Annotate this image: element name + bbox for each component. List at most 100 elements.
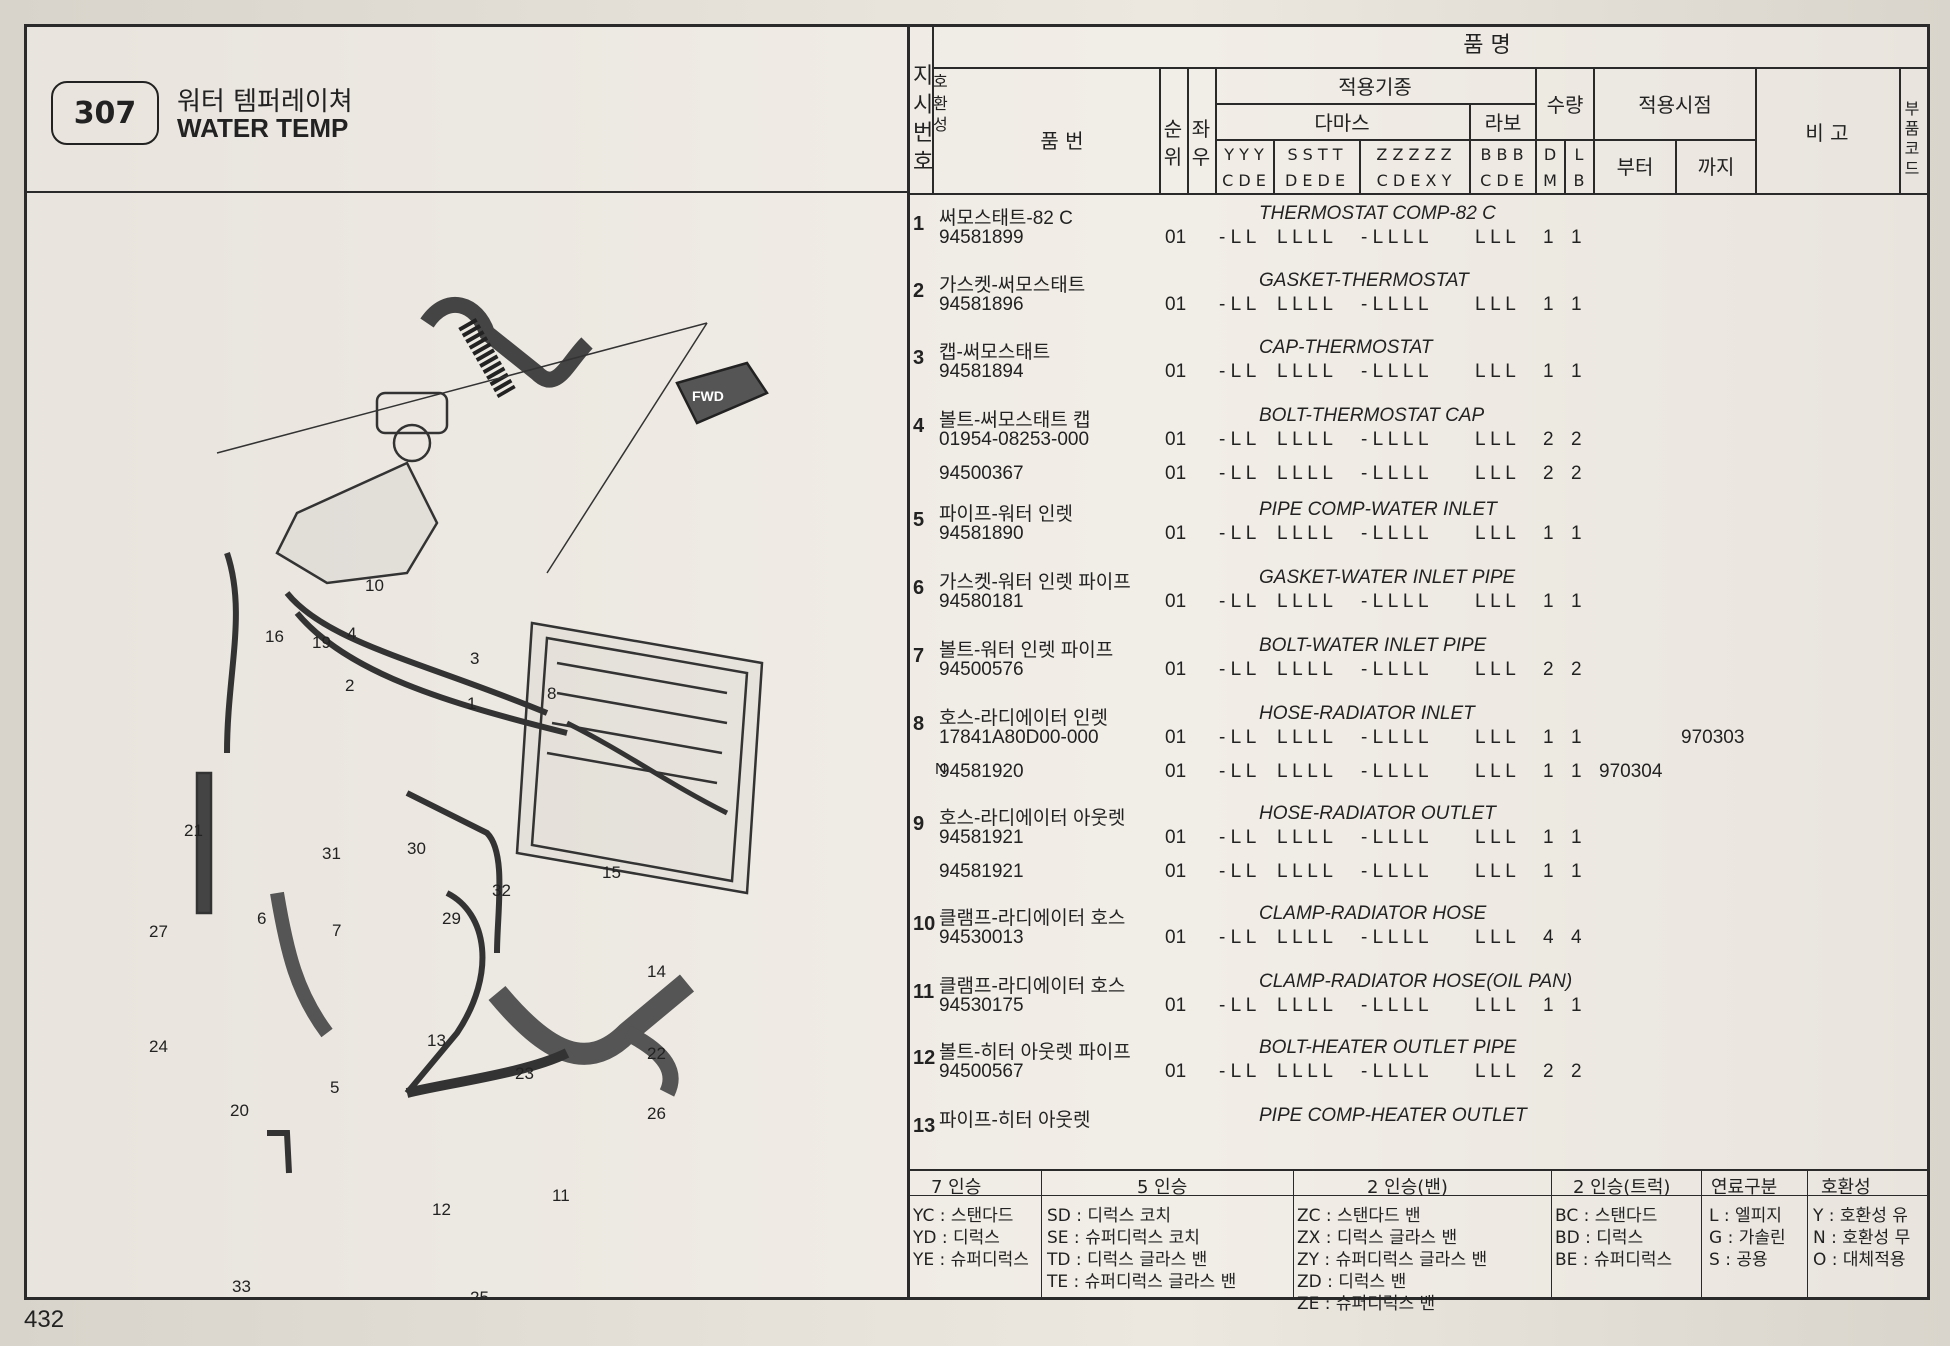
callout-23: 23 xyxy=(515,1064,534,1083)
qty-lb: 1 xyxy=(1571,591,1582,612)
callout-22: 22 xyxy=(647,1044,666,1063)
qty-lb: 2 xyxy=(1571,1061,1582,1082)
damas-s: L L L L xyxy=(1277,927,1333,948)
part-index: 8 xyxy=(913,713,925,735)
callout-12: 12 xyxy=(432,1200,451,1219)
damas-y: - L L xyxy=(1219,1061,1257,1082)
part-seq: 01 xyxy=(1165,591,1187,612)
section-code: 307 xyxy=(51,81,159,145)
qty-dm: 1 xyxy=(1543,523,1554,544)
part-number: 94530013 xyxy=(939,927,1024,948)
part-name-ko: 볼트-히터 아웃렛 파이프 xyxy=(939,1042,1131,1063)
header-m: M xyxy=(1543,171,1557,190)
legend-entry: ZX : 디럭스 글라스 밴 xyxy=(1297,1228,1458,1248)
part-name-en: CAP-THERMOSTAT xyxy=(1259,337,1433,358)
legend-h2truck: 2 인승(트럭) xyxy=(1573,1177,1671,1198)
callout-14: 14 xyxy=(647,962,666,981)
part-seq: 01 xyxy=(1165,463,1187,484)
legend-entry: SD : 디럭스 코치 xyxy=(1047,1206,1172,1226)
legend-entry: YD : 디럭스 xyxy=(913,1228,1000,1248)
damas-s: L L L L xyxy=(1277,827,1333,848)
part-name-ko: 파이프-워터 인렛 xyxy=(939,504,1073,525)
qty-dm: 1 xyxy=(1543,361,1554,382)
damas-s: L L L L xyxy=(1277,761,1333,782)
damas-z: - L L L L xyxy=(1361,861,1429,882)
part-number: 94581894 xyxy=(939,361,1024,382)
apply-to: 970303 xyxy=(1681,727,1745,748)
legend-entry: O : 대체적용 xyxy=(1813,1250,1906,1270)
legend-entry: G : 가솔린 xyxy=(1709,1228,1786,1248)
part-seq: 01 xyxy=(1165,761,1187,782)
callout-15: 15 xyxy=(602,863,621,882)
labo-b: L L L xyxy=(1475,927,1516,948)
part-index: 6 xyxy=(913,577,925,599)
damas-z: - L L L L xyxy=(1361,659,1429,680)
labo-b: L L L xyxy=(1475,361,1516,382)
part-number: 94530175 xyxy=(939,995,1024,1016)
part-name-ko: 클램프-라디에이터 호스 xyxy=(939,908,1126,929)
qty-dm: 1 xyxy=(1543,761,1554,782)
part-index: 3 xyxy=(913,347,925,369)
qty-dm: 4 xyxy=(1543,927,1554,948)
legend-entry: ZC : 스탠다드 밴 xyxy=(1297,1206,1421,1226)
part-name-en: PIPE COMP-WATER INLET xyxy=(1259,499,1497,520)
labo-b: L L L xyxy=(1475,591,1516,612)
labo-b: L L L xyxy=(1475,463,1516,484)
hose-radiator-outlet xyxy=(488,974,695,1065)
legend-entry: L : 엘피지 xyxy=(1709,1206,1782,1226)
callout-32: 32 xyxy=(492,881,511,900)
header-remark: 비 고 xyxy=(1805,121,1849,145)
callout-27: 27 xyxy=(149,922,168,941)
header-side: 좌 우 xyxy=(1191,117,1211,169)
part-number: 94581920 xyxy=(939,761,1024,782)
damas-z: - L L L L xyxy=(1361,591,1429,612)
qty-lb: 1 xyxy=(1571,227,1582,248)
callout-21: 21 xyxy=(184,821,203,840)
qty-dm: 2 xyxy=(1543,1061,1554,1082)
qty-dm: 2 xyxy=(1543,429,1554,450)
part-seq: 01 xyxy=(1165,861,1187,882)
part-number: 94581921 xyxy=(939,827,1024,848)
qty-lb: 2 xyxy=(1571,463,1582,484)
part-name-en: HOSE-RADIATOR OUTLET xyxy=(1259,803,1496,824)
part-index: 11 xyxy=(913,981,935,1003)
damas-y: - L L xyxy=(1219,761,1257,782)
damas-s: L L L L xyxy=(1277,361,1333,382)
part-number: 94581890 xyxy=(939,523,1024,544)
qty-lb: 2 xyxy=(1571,659,1582,680)
damas-s: L L L L xyxy=(1277,227,1333,248)
legend-entry: ZD : 디럭스 밴 xyxy=(1297,1272,1407,1292)
part-number: 94500576 xyxy=(939,659,1024,680)
legend-entry: S : 공용 xyxy=(1709,1250,1768,1270)
damas-s: L L L L xyxy=(1277,591,1333,612)
damas-s: L L L L xyxy=(1277,1061,1333,1082)
callout-20: 20 xyxy=(230,1101,249,1120)
damas-s: L L L L xyxy=(1277,659,1333,680)
qty-lb: 1 xyxy=(1571,523,1582,544)
qty-lb: 1 xyxy=(1571,827,1582,848)
damas-z: - L L L L xyxy=(1361,995,1429,1016)
labo-b: L L L xyxy=(1475,429,1516,450)
damas-s: L L L L xyxy=(1277,463,1333,484)
damas-y: - L L xyxy=(1219,995,1257,1016)
damas-z: - L L L L xyxy=(1361,294,1429,315)
radiator-outline xyxy=(515,621,764,895)
part-index: 2 xyxy=(913,280,925,302)
part-seq: 01 xyxy=(1165,361,1187,382)
qty-lb: 1 xyxy=(1571,294,1582,315)
legend-entry: ZY : 슈퍼디럭스 글라스 밴 xyxy=(1297,1250,1488,1270)
header-cde2: C D E xyxy=(1480,171,1524,190)
callout-1: 1 xyxy=(467,694,476,713)
part-number: 94500567 xyxy=(939,1061,1024,1082)
qty-lb: 1 xyxy=(1571,761,1582,782)
damas-y: - L L xyxy=(1219,861,1257,882)
damas-z: - L L L L xyxy=(1361,361,1429,382)
diagram-callouts: 1 2 3 4 5 6 7 8 9 10 11 12 13 14 15 16 1… xyxy=(149,576,666,1297)
callout-3: 3 xyxy=(470,649,479,668)
part-name-en: CLAMP-RADIATOR HOSE(OIL PAN) xyxy=(1259,971,1573,992)
part-name-en: GASKET-THERMOSTAT xyxy=(1259,270,1469,291)
labo-b: L L L xyxy=(1475,1061,1516,1082)
legend-entry: BC : 스탠다드 xyxy=(1555,1206,1658,1226)
damas-s: L L L L xyxy=(1277,861,1333,882)
